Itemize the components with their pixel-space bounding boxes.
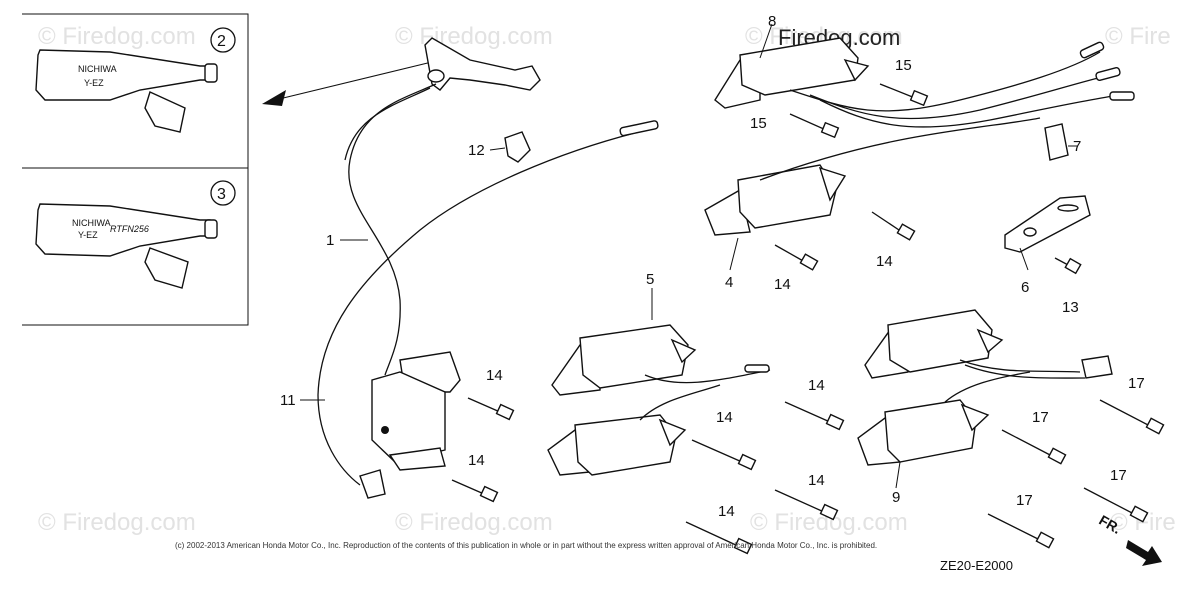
callout-label: 1 [326, 232, 334, 249]
bolt [789, 113, 840, 139]
inset-panel [22, 13, 249, 326]
callout-label: 15 [750, 115, 767, 132]
bolt [774, 489, 839, 521]
copyright-notice: (c) 2002-2013 American Honda Motor Co., … [175, 541, 877, 550]
callout-label: 8 [768, 13, 776, 30]
bolt [879, 83, 929, 107]
callout-label: 17 [1032, 409, 1049, 426]
bolt [451, 479, 499, 503]
cap-text: RTFN256 [110, 224, 149, 234]
callout-label: 14 [468, 452, 485, 469]
callout-label: 14 [716, 409, 733, 426]
watermark: © Firedog.com [38, 23, 196, 50]
bolt-set [451, 83, 1165, 555]
coil-9 [857, 371, 1031, 466]
callout-label: 17 [1110, 467, 1127, 484]
plate-6 [1004, 195, 1091, 253]
callout-label: 7 [1073, 138, 1081, 155]
coil-4 [704, 117, 1041, 236]
watermark: © Firedog.com [38, 509, 196, 536]
bolt [774, 244, 819, 271]
watermark: © Firedog.com [395, 23, 553, 50]
cap-text: Y-EZ [84, 78, 104, 88]
watermark: © Fire [1105, 23, 1171, 50]
watermark-layer: © Firedog.com © Firedog.com © Firedog.co… [38, 23, 1176, 536]
callout-label: 17 [1128, 375, 1145, 392]
callout-label: 17 [1016, 492, 1033, 509]
cap-text: NICHIWA [78, 64, 117, 74]
callout-label: 14 [718, 503, 735, 520]
cap-text: Y-EZ [78, 230, 98, 240]
callout-labels: 1 4 5 6 7 8 9 11 12 13 14 14 14 14 14 14… [280, 13, 1145, 520]
inset-number: 3 [217, 186, 226, 203]
callout-label: 4 [725, 274, 733, 291]
inset-pointer-arrow [262, 59, 441, 106]
front-arrow-icon [1126, 540, 1162, 566]
cap-text: NICHIWA [72, 218, 111, 228]
bolt [1001, 429, 1067, 465]
coil-5 [551, 324, 771, 396]
diagram-code: ZE20-E2000 [940, 558, 1013, 573]
callout-label: 14 [774, 276, 791, 293]
callout-label: 13 [1062, 299, 1079, 316]
bolt [1054, 257, 1082, 275]
callout-label: 9 [892, 489, 900, 506]
callout-label: 14 [486, 367, 503, 384]
coil-lower [547, 384, 721, 476]
callout-label: 14 [876, 253, 893, 270]
bolt [784, 401, 845, 431]
ground-wire [317, 120, 659, 499]
bolt [1083, 487, 1149, 523]
bolt [987, 513, 1055, 549]
coil-right-upper [864, 309, 1113, 379]
clamp-part [504, 131, 531, 163]
callout-label: 14 [808, 377, 825, 394]
bolt [871, 211, 916, 241]
bracket-7 [1044, 123, 1069, 161]
callout-label: 12 [468, 142, 485, 159]
callout-label: 15 [895, 57, 912, 74]
callout-label: 14 [808, 472, 825, 489]
callout-label: 5 [646, 271, 654, 288]
ignition-coil [371, 351, 461, 471]
inset-3: 3 NICHIWA Y-EZ RTFN256 [35, 180, 236, 289]
coil-8 [714, 37, 1135, 128]
spark-plug-cap [344, 37, 541, 376]
inset-2: 2 NICHIWA Y-EZ [35, 27, 236, 133]
bolt [685, 521, 753, 555]
leader-lines [300, 23, 1078, 489]
callout-label: 6 [1021, 279, 1029, 296]
bolt [467, 397, 515, 421]
inset-number: 2 [217, 33, 226, 50]
watermark: © Firedog.com [395, 509, 553, 536]
bolt [1099, 399, 1165, 435]
callout-label: 11 [280, 392, 296, 409]
bolt [691, 439, 757, 471]
